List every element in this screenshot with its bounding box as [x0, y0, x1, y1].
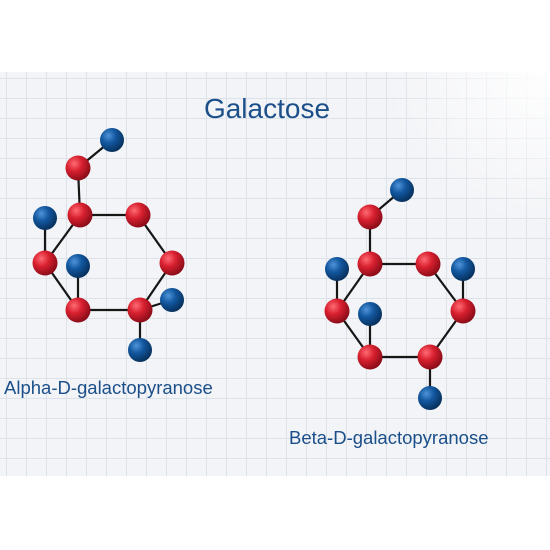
beta-carbon-atom-c6 [357, 204, 383, 230]
beta-bonds [335, 188, 465, 400]
alpha-hydrogen-atom-h1 [100, 128, 124, 152]
alpha-label: Alpha-D-galactopyranose [4, 377, 213, 398]
beta-hydrogen-atom-h3 [358, 302, 382, 326]
background-highlight [380, 72, 550, 232]
beta-hydrogen-atom-h1 [390, 178, 414, 202]
beta-carbon-atom-c3 [357, 344, 383, 370]
alpha-bonds [43, 138, 174, 352]
diagram-title: Galactose [204, 93, 330, 124]
beta-carbon-atom-c4 [417, 344, 443, 370]
beta-hydrogen-atom-h4 [451, 257, 475, 281]
beta-carbon-atom-c2 [324, 298, 350, 324]
beta-hydrogen-atom-h5 [418, 386, 442, 410]
alpha-atoms [32, 128, 185, 362]
alpha-carbon-atom-c2 [32, 250, 58, 276]
alpha-hydrogen-atom-h4 [160, 288, 184, 312]
alpha-hydrogen-atom-h2 [33, 206, 57, 230]
alpha-hydrogen-atom-h5 [128, 338, 152, 362]
beta-oxygen-atom-o1 [415, 251, 441, 277]
alpha-carbon-atom-c5 [159, 250, 185, 276]
beta-label: Beta-D-galactopyranose [289, 427, 489, 448]
alpha-hydrogen-atom-h3 [66, 254, 90, 278]
alpha-carbon-atom-c3 [65, 297, 91, 323]
alpha-carbon-atom-c1 [67, 202, 93, 228]
beta-carbon-atom-c1 [357, 251, 383, 277]
alpha-galactopyranose-molecule [32, 128, 185, 362]
beta-carbon-atom-c5 [450, 298, 476, 324]
alpha-carbon-atom-c6 [65, 155, 91, 181]
beta-galactopyranose-molecule [324, 178, 476, 410]
alpha-oxygen-atom-o1 [125, 202, 151, 228]
beta-atoms [324, 178, 476, 410]
alpha-carbon-atom-c4 [127, 297, 153, 323]
beta-hydrogen-atom-h2 [325, 257, 349, 281]
